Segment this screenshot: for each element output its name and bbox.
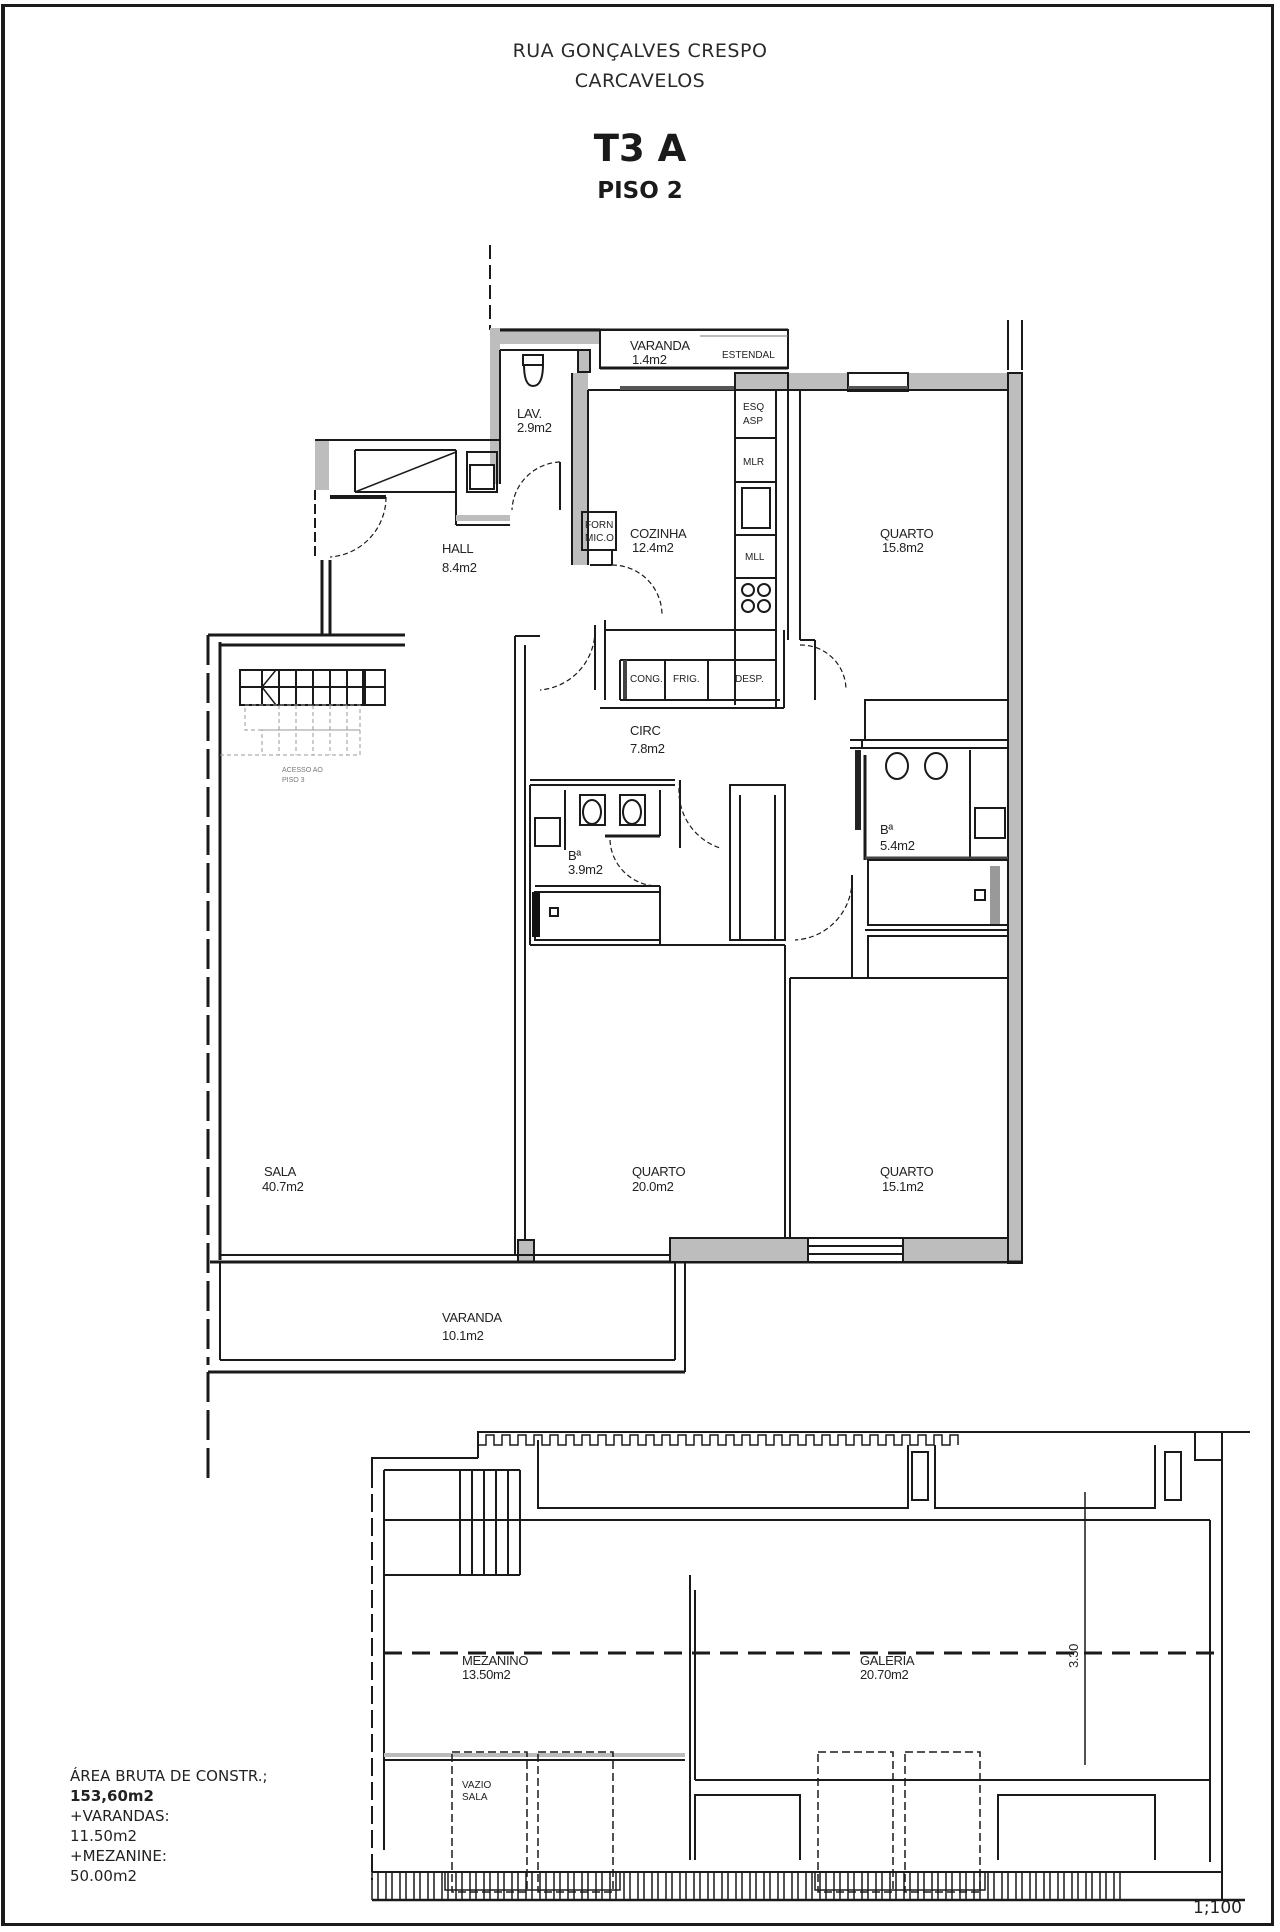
room-area-quarto-ne: 15.8m2 [882, 540, 924, 555]
fixture-mll: MLL [745, 552, 765, 563]
label-estendal: ESTENDAL [722, 350, 775, 361]
room-area-circ: 7.8m2 [630, 741, 665, 756]
room-label-sala: SALA [264, 1164, 297, 1179]
fixture-cong: CONG. [630, 674, 663, 685]
room-area-sala: 40.7m2 [262, 1179, 304, 1194]
room-label-hall: HALL [442, 541, 473, 556]
balconies-label: +VARANDAS: [70, 1807, 170, 1825]
room-area-lav: 2.9m2 [517, 420, 552, 435]
fixture-mlr: MLR [743, 457, 764, 468]
room-label-quarto-ne: QUARTO [880, 526, 934, 541]
room-area-wc-right: 5.4m2 [880, 838, 915, 853]
street-name: RUA GONÇALVES CRESPO [512, 40, 768, 62]
room-label-cozinha: COZINHA [630, 526, 687, 541]
room-area-quarto-se: 15.1m2 [882, 1179, 924, 1194]
scale-label: 1;100 [1193, 1898, 1242, 1918]
room-labels: VARANDA 1.4m2 ESTENDAL LAV. 2.9m2 HALL 8… [262, 338, 1081, 1803]
room-label-lav: LAV. [517, 406, 542, 421]
room-label-galeria: GALERIA [860, 1653, 915, 1668]
room-label-varanda-small: VARANDA [630, 338, 690, 353]
typology-title: T3 A [593, 127, 687, 170]
gross-area-label: ÁREA BRUTA DE CONSTR.; [70, 1767, 268, 1785]
city-name: CARCAVELOS [574, 70, 706, 92]
stair-note-1: ACESSO AO [282, 767, 323, 774]
fixture-frig: FRIG. [673, 674, 700, 685]
mezzanine-value: 50.00m2 [70, 1867, 138, 1885]
room-label-circ: CIRC [630, 723, 661, 738]
room-area-varanda-small: 1.4m2 [632, 352, 667, 367]
area-summary: ÁREA BRUTA DE CONSTR.; 153,60m2 +VARANDA… [70, 1766, 268, 1886]
label-vazio: VAZIO [462, 1780, 491, 1791]
drawing-frame [1, 4, 1274, 1926]
gross-area-value: 153,60m2 [70, 1787, 154, 1805]
room-area-galeria: 20.70m2 [860, 1667, 909, 1682]
room-area-hall: 8.4m2 [442, 560, 477, 575]
fixture-micro: MIC.O [585, 533, 614, 544]
floor-title: PISO 2 [597, 178, 683, 204]
room-label-mezanino: MEZANINO [462, 1653, 528, 1668]
room-label-varanda-big: VARANDA [442, 1310, 502, 1325]
balconies-value: 11.50m2 [70, 1827, 138, 1845]
room-area-mezanino: 13.50m2 [462, 1667, 511, 1682]
fixture-esq: ESQ [743, 402, 764, 413]
fixture-asp: ASP [743, 416, 763, 427]
room-area-quarto-mid: 20.0m2 [632, 1179, 674, 1194]
room-label-quarto-se: QUARTO [880, 1164, 934, 1179]
room-label-wc-right: Bª [880, 822, 893, 837]
room-label-quarto-mid: QUARTO [632, 1164, 686, 1179]
label-vazio-sala: SALA [462, 1792, 488, 1803]
fixture-forn: FORN [585, 520, 613, 531]
room-area-cozinha: 12.4m2 [632, 540, 674, 555]
mezzanine-label: +MEZANINE: [70, 1847, 167, 1865]
stair-note-2: PISO 3 [282, 777, 305, 784]
room-area-varanda-big: 10.1m2 [442, 1328, 484, 1343]
room-area-wc-left: 3.9m2 [568, 862, 603, 877]
dimension-height: 3.30 [1066, 1644, 1081, 1668]
room-label-wc-left: Bª [568, 848, 581, 863]
fixture-desp: DESP. [735, 674, 764, 685]
